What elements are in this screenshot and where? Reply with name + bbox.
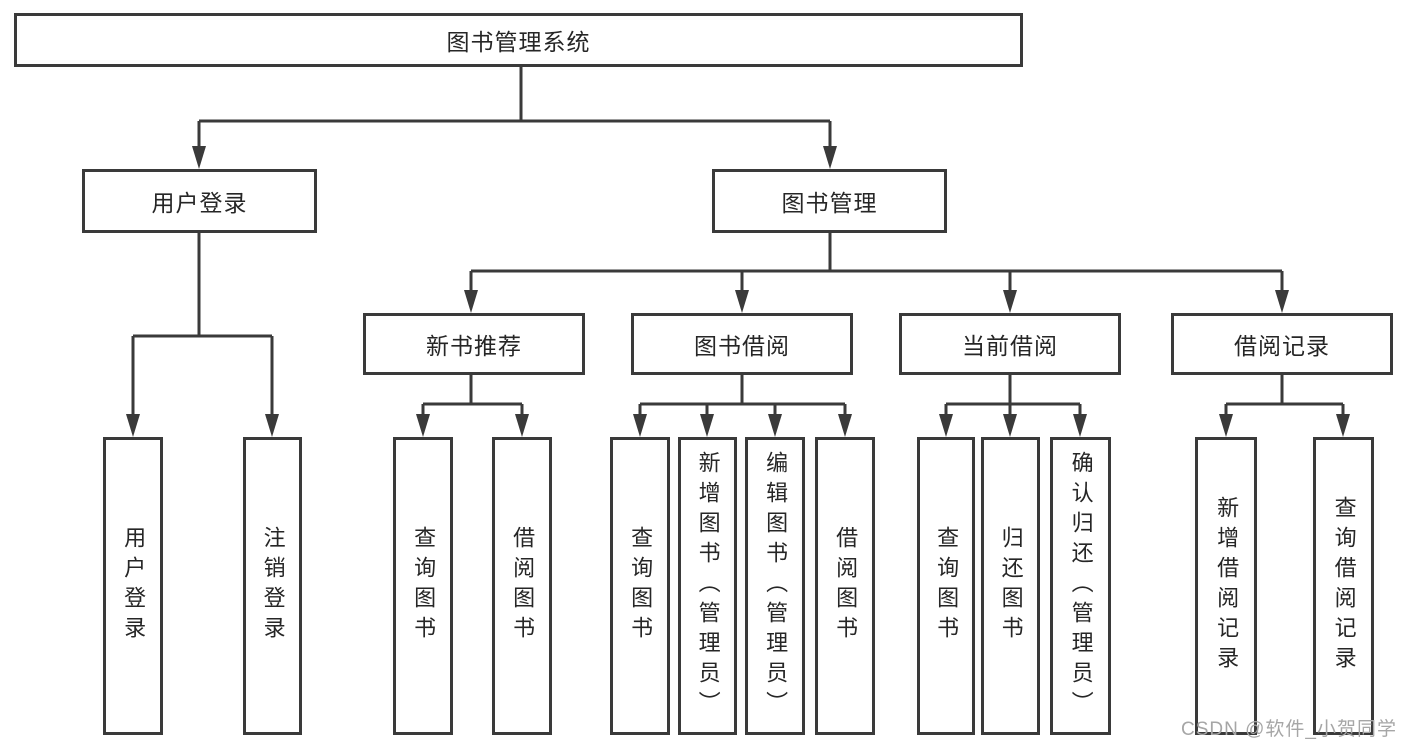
leaf-query-books-current: 查询图书 <box>917 437 975 735</box>
arrowhead-icon <box>126 414 140 437</box>
leaf-logout: 注销登录 <box>243 437 302 735</box>
node-new-book-recommend: 新书推荐 <box>363 313 585 375</box>
connector-current-borrowing-to-leaves <box>944 375 1082 422</box>
node-label: 查询图书 <box>411 526 437 646</box>
connector-user-login-to-leaves <box>131 233 274 422</box>
arrowhead-icon <box>1003 414 1017 437</box>
arrowhead-icon <box>939 414 953 437</box>
arrowhead-icon <box>515 414 529 437</box>
leaf-add-borrow-record: 新增借阅记录 <box>1195 437 1257 735</box>
node-current-borrowing: 当前借阅 <box>899 313 1121 375</box>
node-label: 新增图书（管理员） <box>695 451 721 721</box>
connector-root-to-level2 <box>197 67 832 152</box>
node-label: 用户登录 <box>121 526 147 646</box>
connector-borrowing-records-to-leaves <box>1224 375 1345 422</box>
node-label: 当前借阅 <box>962 333 1058 359</box>
node-label: 图书管理系统 <box>446 29 591 55</box>
arrowhead-icon <box>1275 290 1289 313</box>
arrowhead-icon <box>1073 414 1087 437</box>
node-user-login: 用户登录 <box>82 169 317 233</box>
node-label: 新书推荐 <box>426 333 522 359</box>
leaf-borrow-books: 借阅图书 <box>815 437 875 735</box>
arrowhead-icon <box>838 414 852 437</box>
node-label: 新增借阅记录 <box>1214 496 1240 676</box>
leaf-user-login: 用户登录 <box>103 437 163 735</box>
leaf-query-borrow-record: 查询借阅记录 <box>1313 437 1374 735</box>
node-label: 注销登录 <box>260 526 286 646</box>
csdn-watermark: CSDN @软件_小贺同学 <box>1181 719 1397 740</box>
connector-book-management-to-level3 <box>469 233 1284 296</box>
arrowhead-icon <box>768 414 782 437</box>
arrowhead-icon <box>735 290 749 313</box>
node-book-management: 图书管理 <box>712 169 947 233</box>
node-root-library-management-system: 图书管理系统 <box>14 13 1023 67</box>
node-label: 图书管理 <box>781 190 878 216</box>
leaf-borrow-books-recommend: 借阅图书 <box>492 437 552 735</box>
arrowhead-icon <box>1003 290 1017 313</box>
node-book-borrowing: 图书借阅 <box>631 313 853 375</box>
leaf-add-books-admin: 新增图书（管理员） <box>678 437 737 735</box>
arrowhead-icon <box>464 290 478 313</box>
leaf-query-books-borrowing: 查询图书 <box>610 437 670 735</box>
arrowhead-icon <box>1219 414 1233 437</box>
leaf-query-books-recommend: 查询图书 <box>393 437 453 735</box>
node-label: 图书借阅 <box>694 333 790 359</box>
leaf-return-books: 归还图书 <box>981 437 1040 735</box>
node-label: 查询借阅记录 <box>1331 496 1357 676</box>
arrowhead-icon <box>633 414 647 437</box>
node-label: 确认归还（管理员） <box>1068 451 1094 721</box>
arrowhead-icon <box>1336 414 1350 437</box>
node-borrowing-records: 借阅记录 <box>1171 313 1393 375</box>
node-label: 借阅记录 <box>1234 333 1330 359</box>
node-label: 编辑图书（管理员） <box>763 451 789 721</box>
arrowhead-icon <box>700 414 714 437</box>
leaf-confirm-return-admin: 确认归还（管理员） <box>1050 437 1111 735</box>
arrowhead-icon <box>416 414 430 437</box>
leaf-edit-books-admin: 编辑图书（管理员） <box>745 437 805 735</box>
node-label: 查询图书 <box>934 526 960 646</box>
node-label: 借阅图书 <box>833 526 859 646</box>
node-label: 归还图书 <box>998 526 1024 646</box>
node-label: 查询图书 <box>628 526 654 646</box>
node-label: 用户登录 <box>151 190 248 216</box>
connector-book-borrowing-to-leaves <box>638 375 847 422</box>
arrowhead-icon <box>265 414 279 437</box>
node-label: 借阅图书 <box>510 526 536 646</box>
arrowhead-icon <box>823 146 837 169</box>
connector-new-book-recommend-to-leaves <box>421 375 524 422</box>
arrowhead-icon <box>192 146 206 169</box>
